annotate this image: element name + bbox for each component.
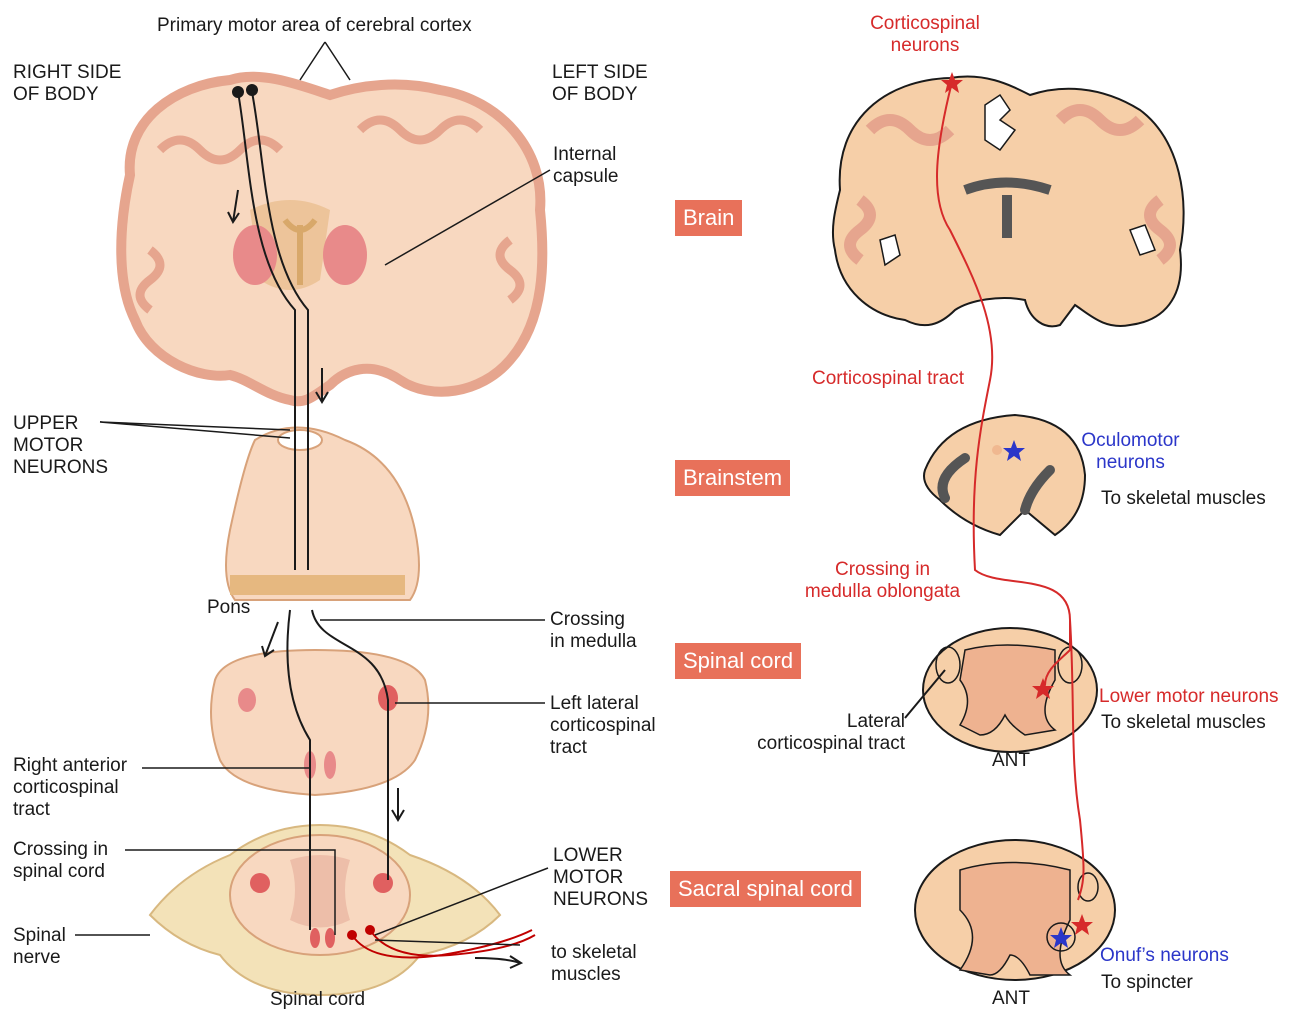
lower-motor-line-1: LOWER [553, 845, 648, 867]
oculomotor-line-1: Oculomotor [1068, 430, 1193, 452]
crossing-in-medulla-label: Crossing in medulla [550, 609, 637, 653]
right-anterior-line-1: Right anterior [13, 755, 127, 777]
crossing-medulla-oblongata-label: Crossing in medulla oblongata [790, 559, 975, 603]
crossing-in-spinal-cord-label: Crossing in spinal cord [13, 839, 108, 883]
to-skeletal-muscles-2-label: To skeletal muscles [1101, 712, 1266, 734]
sacral-spinal-cord-badge: Sacral spinal cord [670, 871, 861, 907]
corticospinal-neurons-line-1: Corticospinal [855, 13, 995, 35]
right-anterior-tract-label: Right anterior corticospinal tract [13, 755, 127, 821]
onuf-neurons-label: Onuf’s neurons [1100, 945, 1229, 967]
lower-motor-line-3: NEURONS [553, 889, 648, 911]
internal-capsule-label: Internal capsule [553, 144, 619, 188]
crossing-oblongata-line-1: Crossing in [790, 559, 975, 581]
right-anterior-line-2: corticospinal [13, 777, 127, 799]
left-lateral-line-3: tract [550, 737, 656, 759]
corticospinal-tract-label: Corticospinal tract [812, 368, 964, 390]
spinal-cord-badge: Spinal cord [675, 643, 801, 679]
spinal-nerve-label: Spinal nerve [13, 925, 66, 969]
oculomotor-line-2: neurons [1068, 452, 1193, 474]
left-lateral-line-1: Left lateral [550, 693, 656, 715]
right-brain-section [833, 76, 1184, 326]
pons-label: Pons [207, 597, 250, 619]
lateral-line-1: Lateral [735, 711, 905, 733]
left-lateral-line-2: corticospinal [550, 715, 656, 737]
right-side-line-2: OF BODY [13, 84, 121, 106]
corticospinal-neurons-line-2: neurons [855, 35, 995, 57]
upper-motor-line-3: NEURONS [13, 457, 108, 479]
upper-motor-line-1: UPPER [13, 413, 108, 435]
crossing-medulla-line-2: in medulla [550, 631, 637, 653]
crossing-spinal-line-1: Crossing in [13, 839, 108, 861]
to-skeletal-muscles-1-label: To skeletal muscles [1101, 488, 1266, 510]
crossing-spinal-line-2: spinal cord [13, 861, 108, 883]
lower-motor-line-2: MOTOR [553, 867, 648, 889]
spinal-cord-caption: Spinal cord [270, 989, 365, 1011]
left-pons [226, 428, 419, 601]
right-side-line-1: RIGHT SIDE [13, 62, 121, 84]
ant-label-spinal: ANT [992, 750, 1030, 772]
lateral-corticospinal-tract-label: Lateral corticospinal tract [735, 711, 905, 755]
right-brainstem [924, 415, 1085, 535]
spinal-nerve-line-2: nerve [13, 947, 66, 969]
oculomotor-neurons-label: Oculomotor neurons [1068, 430, 1193, 474]
left-brain-section [121, 77, 542, 402]
to-spincter-label: To spincter [1101, 972, 1193, 994]
upper-motor-line-2: MOTOR [13, 435, 108, 457]
internal-capsule-line-1: Internal [553, 144, 619, 166]
to-skeletal-line-1: to skeletal [551, 942, 637, 964]
left-lateral-tract-label: Left lateral corticospinal tract [550, 693, 656, 759]
internal-capsule-line-2: capsule [553, 166, 619, 188]
right-anterior-line-3: tract [13, 799, 127, 821]
brain-badge: Brain [675, 200, 742, 236]
left-side-of-body-label: LEFT SIDE OF BODY [552, 62, 648, 106]
spinal-nerve-line-1: Spinal [13, 925, 66, 947]
brainstem-badge: Brainstem [675, 460, 790, 496]
lower-motor-neurons-right-label: Lower motor neurons [1099, 686, 1279, 708]
left-medulla [211, 650, 428, 795]
crossing-oblongata-line-2: medulla oblongata [790, 581, 975, 603]
to-skeletal-muscles-label: to skeletal muscles [551, 942, 637, 986]
lateral-line-2: corticospinal tract [735, 733, 905, 755]
lower-motor-neurons-label: LOWER MOTOR NEURONS [553, 845, 648, 911]
upper-motor-neurons-label: UPPER MOTOR NEURONS [13, 413, 108, 479]
right-side-of-body-label: RIGHT SIDE OF BODY [13, 62, 121, 106]
crossing-medulla-line-1: Crossing [550, 609, 637, 631]
primary-motor-area-label: Primary motor area of cerebral cortex [157, 15, 472, 37]
corticospinal-neurons-label: Corticospinal neurons [855, 13, 995, 57]
left-side-line-2: OF BODY [552, 84, 648, 106]
ant-label-sacral: ANT [992, 988, 1030, 1010]
to-skeletal-line-2: muscles [551, 964, 637, 986]
left-side-line-1: LEFT SIDE [552, 62, 648, 84]
right-sacral-cord-section [915, 840, 1115, 980]
